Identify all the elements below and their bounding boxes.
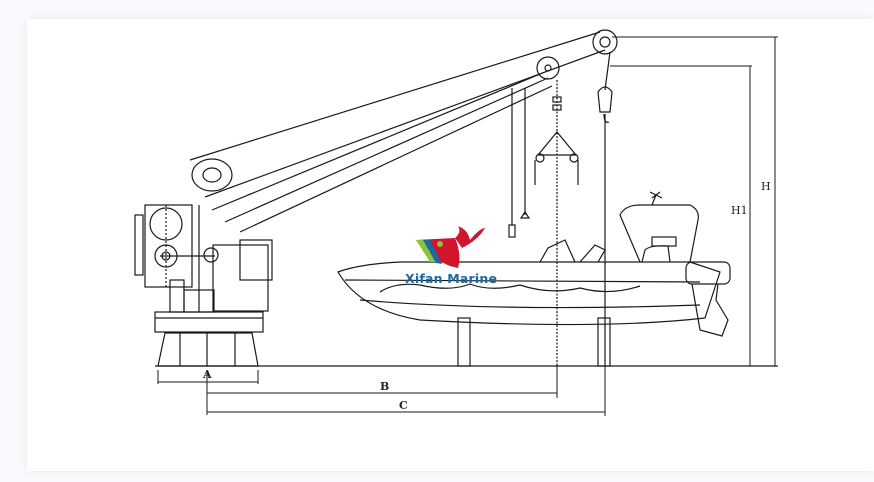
dimension-label-b: B <box>380 380 390 393</box>
crane-boom <box>189 29 618 233</box>
dimension-label-h: H <box>761 180 771 193</box>
brand-watermark: Xifan Marine <box>405 271 498 286</box>
dimension-label-c: C <box>399 399 408 412</box>
dimension-label-h1: H1 <box>731 204 748 217</box>
hook-and-wires <box>508 51 613 366</box>
dimension-lines <box>157 36 778 416</box>
crane-pedestal <box>154 311 264 367</box>
whale-logo-icon <box>416 226 485 268</box>
rescue-boat <box>337 191 731 367</box>
crane-body <box>134 204 273 313</box>
dimension-label-a: A <box>203 368 212 381</box>
